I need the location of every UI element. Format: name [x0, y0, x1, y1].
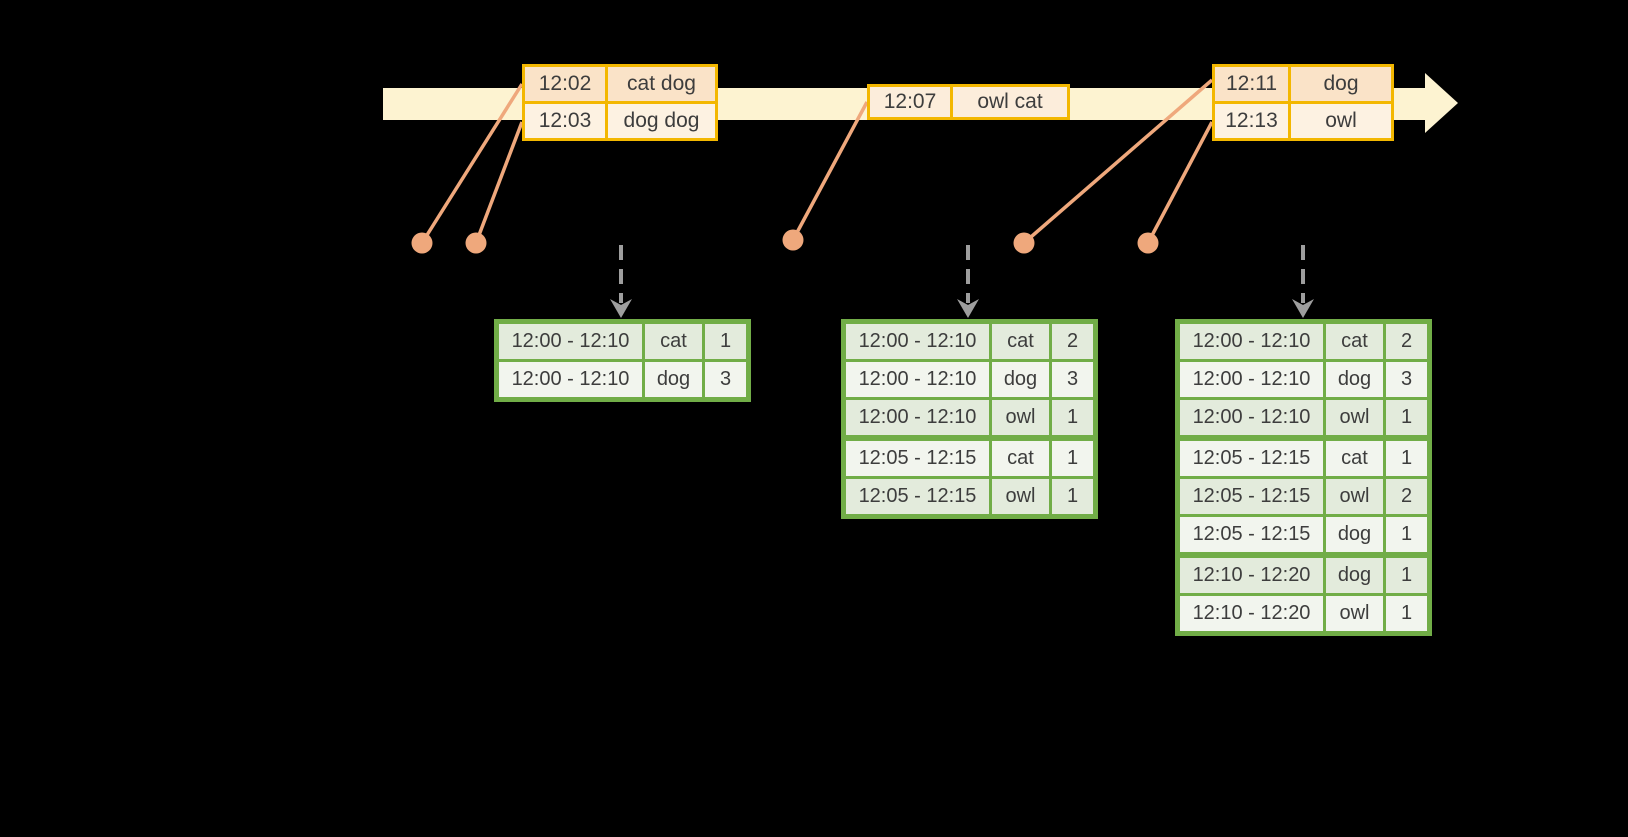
event-line: [474, 121, 524, 244]
count-cell: 3: [1052, 362, 1093, 397]
table-row: 12:05 - 12:15 dog 1: [1180, 517, 1427, 552]
result-table-1: 12:00 - 12:10 cat 1 12:00 - 12:10 dog 3: [494, 319, 751, 402]
table-row: 12:00 - 12:10 owl 1: [846, 400, 1093, 435]
event-time-cell: 12:11: [1215, 67, 1288, 101]
table-row: 12:05 - 12:15 cat 1: [1180, 441, 1427, 476]
word-cell: owl: [1326, 479, 1383, 514]
table-row: 12:10 - 12:20 owl 1: [1180, 596, 1427, 631]
table-row: 12:02 cat dog: [525, 67, 715, 101]
count-cell: 1: [1052, 441, 1093, 476]
word-cell: cat: [992, 324, 1049, 359]
window-cell: 12:05 - 12:15: [1180, 479, 1323, 514]
event-dot: [1137, 232, 1159, 254]
event-time-cell: 12:03: [525, 104, 605, 138]
window-cell: 12:05 - 12:15: [846, 441, 989, 476]
event-words-cell: dog dog: [608, 104, 715, 138]
count-cell: 1: [705, 324, 746, 359]
word-cell: owl: [992, 479, 1049, 514]
event-time-cell: 12:13: [1215, 104, 1288, 138]
event-table-2: 12:07 owl cat: [867, 84, 1070, 120]
table-row: 12:05 - 12:15 cat 1: [846, 441, 1093, 476]
event-words-cell: owl: [1291, 104, 1391, 138]
event-words-cell: dog: [1291, 67, 1391, 101]
window-cell: 12:00 - 12:10: [1180, 400, 1323, 435]
count-cell: 1: [1052, 479, 1093, 514]
event-line: [1146, 121, 1214, 244]
window-cell: 12:00 - 12:10: [1180, 324, 1323, 359]
table-row: 12:10 - 12:20 dog 1: [1180, 558, 1427, 593]
event-line: [791, 101, 869, 241]
word-cell: cat: [645, 324, 702, 359]
table-row: 12:05 - 12:15 owl 2: [1180, 479, 1427, 514]
window-cell: 12:00 - 12:10: [499, 362, 642, 397]
table-row: 12:00 - 12:10 cat 2: [846, 324, 1093, 359]
count-cell: 3: [1386, 362, 1427, 397]
word-cell: owl: [1326, 596, 1383, 631]
event-words-cell: cat dog: [608, 67, 715, 101]
word-cell: cat: [1326, 324, 1383, 359]
count-cell: 1: [1386, 517, 1427, 552]
count-cell: 1: [1386, 558, 1427, 593]
table-row: 12:00 - 12:10 owl 1: [1180, 400, 1427, 435]
event-line: [420, 83, 524, 244]
table-row: 12:00 - 12:10 cat 1: [499, 324, 746, 359]
timeline-arrow-icon: [1425, 73, 1458, 133]
word-cell: owl: [992, 400, 1049, 435]
window-cell: 12:05 - 12:15: [846, 479, 989, 514]
table-row: 12:11 dog: [1215, 67, 1391, 101]
table-row: 12:05 - 12:15 owl 1: [846, 479, 1093, 514]
count-cell: 2: [1052, 324, 1093, 359]
event-words-cell: owl cat: [953, 87, 1067, 117]
count-cell: 2: [1386, 324, 1427, 359]
word-cell: dog: [1326, 517, 1383, 552]
count-cell: 2: [1386, 479, 1427, 514]
window-cell: 12:05 - 12:15: [1180, 441, 1323, 476]
word-cell: dog: [1326, 558, 1383, 593]
count-cell: 3: [705, 362, 746, 397]
window-cell: 12:00 - 12:10: [499, 324, 642, 359]
event-dot: [465, 232, 487, 254]
table-row: 12:00 - 12:10 dog 3: [846, 362, 1093, 397]
window-cell: 12:00 - 12:10: [846, 362, 989, 397]
table-row: 12:03 dog dog: [525, 104, 715, 138]
event-table-1: 12:02 cat dog 12:03 dog dog: [522, 64, 718, 141]
window-cell: 12:00 - 12:10: [1180, 362, 1323, 397]
window-cell: 12:00 - 12:10: [846, 400, 989, 435]
word-cell: dog: [1326, 362, 1383, 397]
trigger-arrow-icon: [610, 245, 632, 318]
window-cell: 12:10 - 12:20: [1180, 558, 1323, 593]
word-cell: dog: [992, 362, 1049, 397]
table-row: 12:13 owl: [1215, 104, 1391, 138]
count-cell: 1: [1386, 441, 1427, 476]
event-dot: [782, 229, 804, 251]
trigger-arrow-icon: [1292, 245, 1314, 318]
event-dot: [1013, 232, 1035, 254]
event-dot: [411, 232, 433, 254]
window-cell: 12:00 - 12:10: [846, 324, 989, 359]
word-cell: owl: [1326, 400, 1383, 435]
event-time-cell: 12:02: [525, 67, 605, 101]
word-cell: dog: [645, 362, 702, 397]
window-cell: 12:05 - 12:15: [1180, 517, 1323, 552]
result-table-2: 12:00 - 12:10 cat 2 12:00 - 12:10 dog 3 …: [841, 319, 1098, 519]
window-cell: 12:10 - 12:20: [1180, 596, 1323, 631]
event-table-3: 12:11 dog 12:13 owl: [1212, 64, 1394, 141]
table-row: 12:00 - 12:10 cat 2: [1180, 324, 1427, 359]
count-cell: 1: [1386, 596, 1427, 631]
table-row: 12:07 owl cat: [870, 87, 1067, 117]
count-cell: 1: [1052, 400, 1093, 435]
trigger-arrow-icon: [957, 245, 979, 318]
table-row: 12:00 - 12:10 dog 3: [1180, 362, 1427, 397]
word-cell: cat: [1326, 441, 1383, 476]
event-time-cell: 12:07: [870, 87, 950, 117]
event-line: [1022, 78, 1214, 245]
word-cell: cat: [992, 441, 1049, 476]
result-table-3: 12:00 - 12:10 cat 2 12:00 - 12:10 dog 3 …: [1175, 319, 1432, 636]
table-row: 12:00 - 12:10 dog 3: [499, 362, 746, 397]
count-cell: 1: [1386, 400, 1427, 435]
